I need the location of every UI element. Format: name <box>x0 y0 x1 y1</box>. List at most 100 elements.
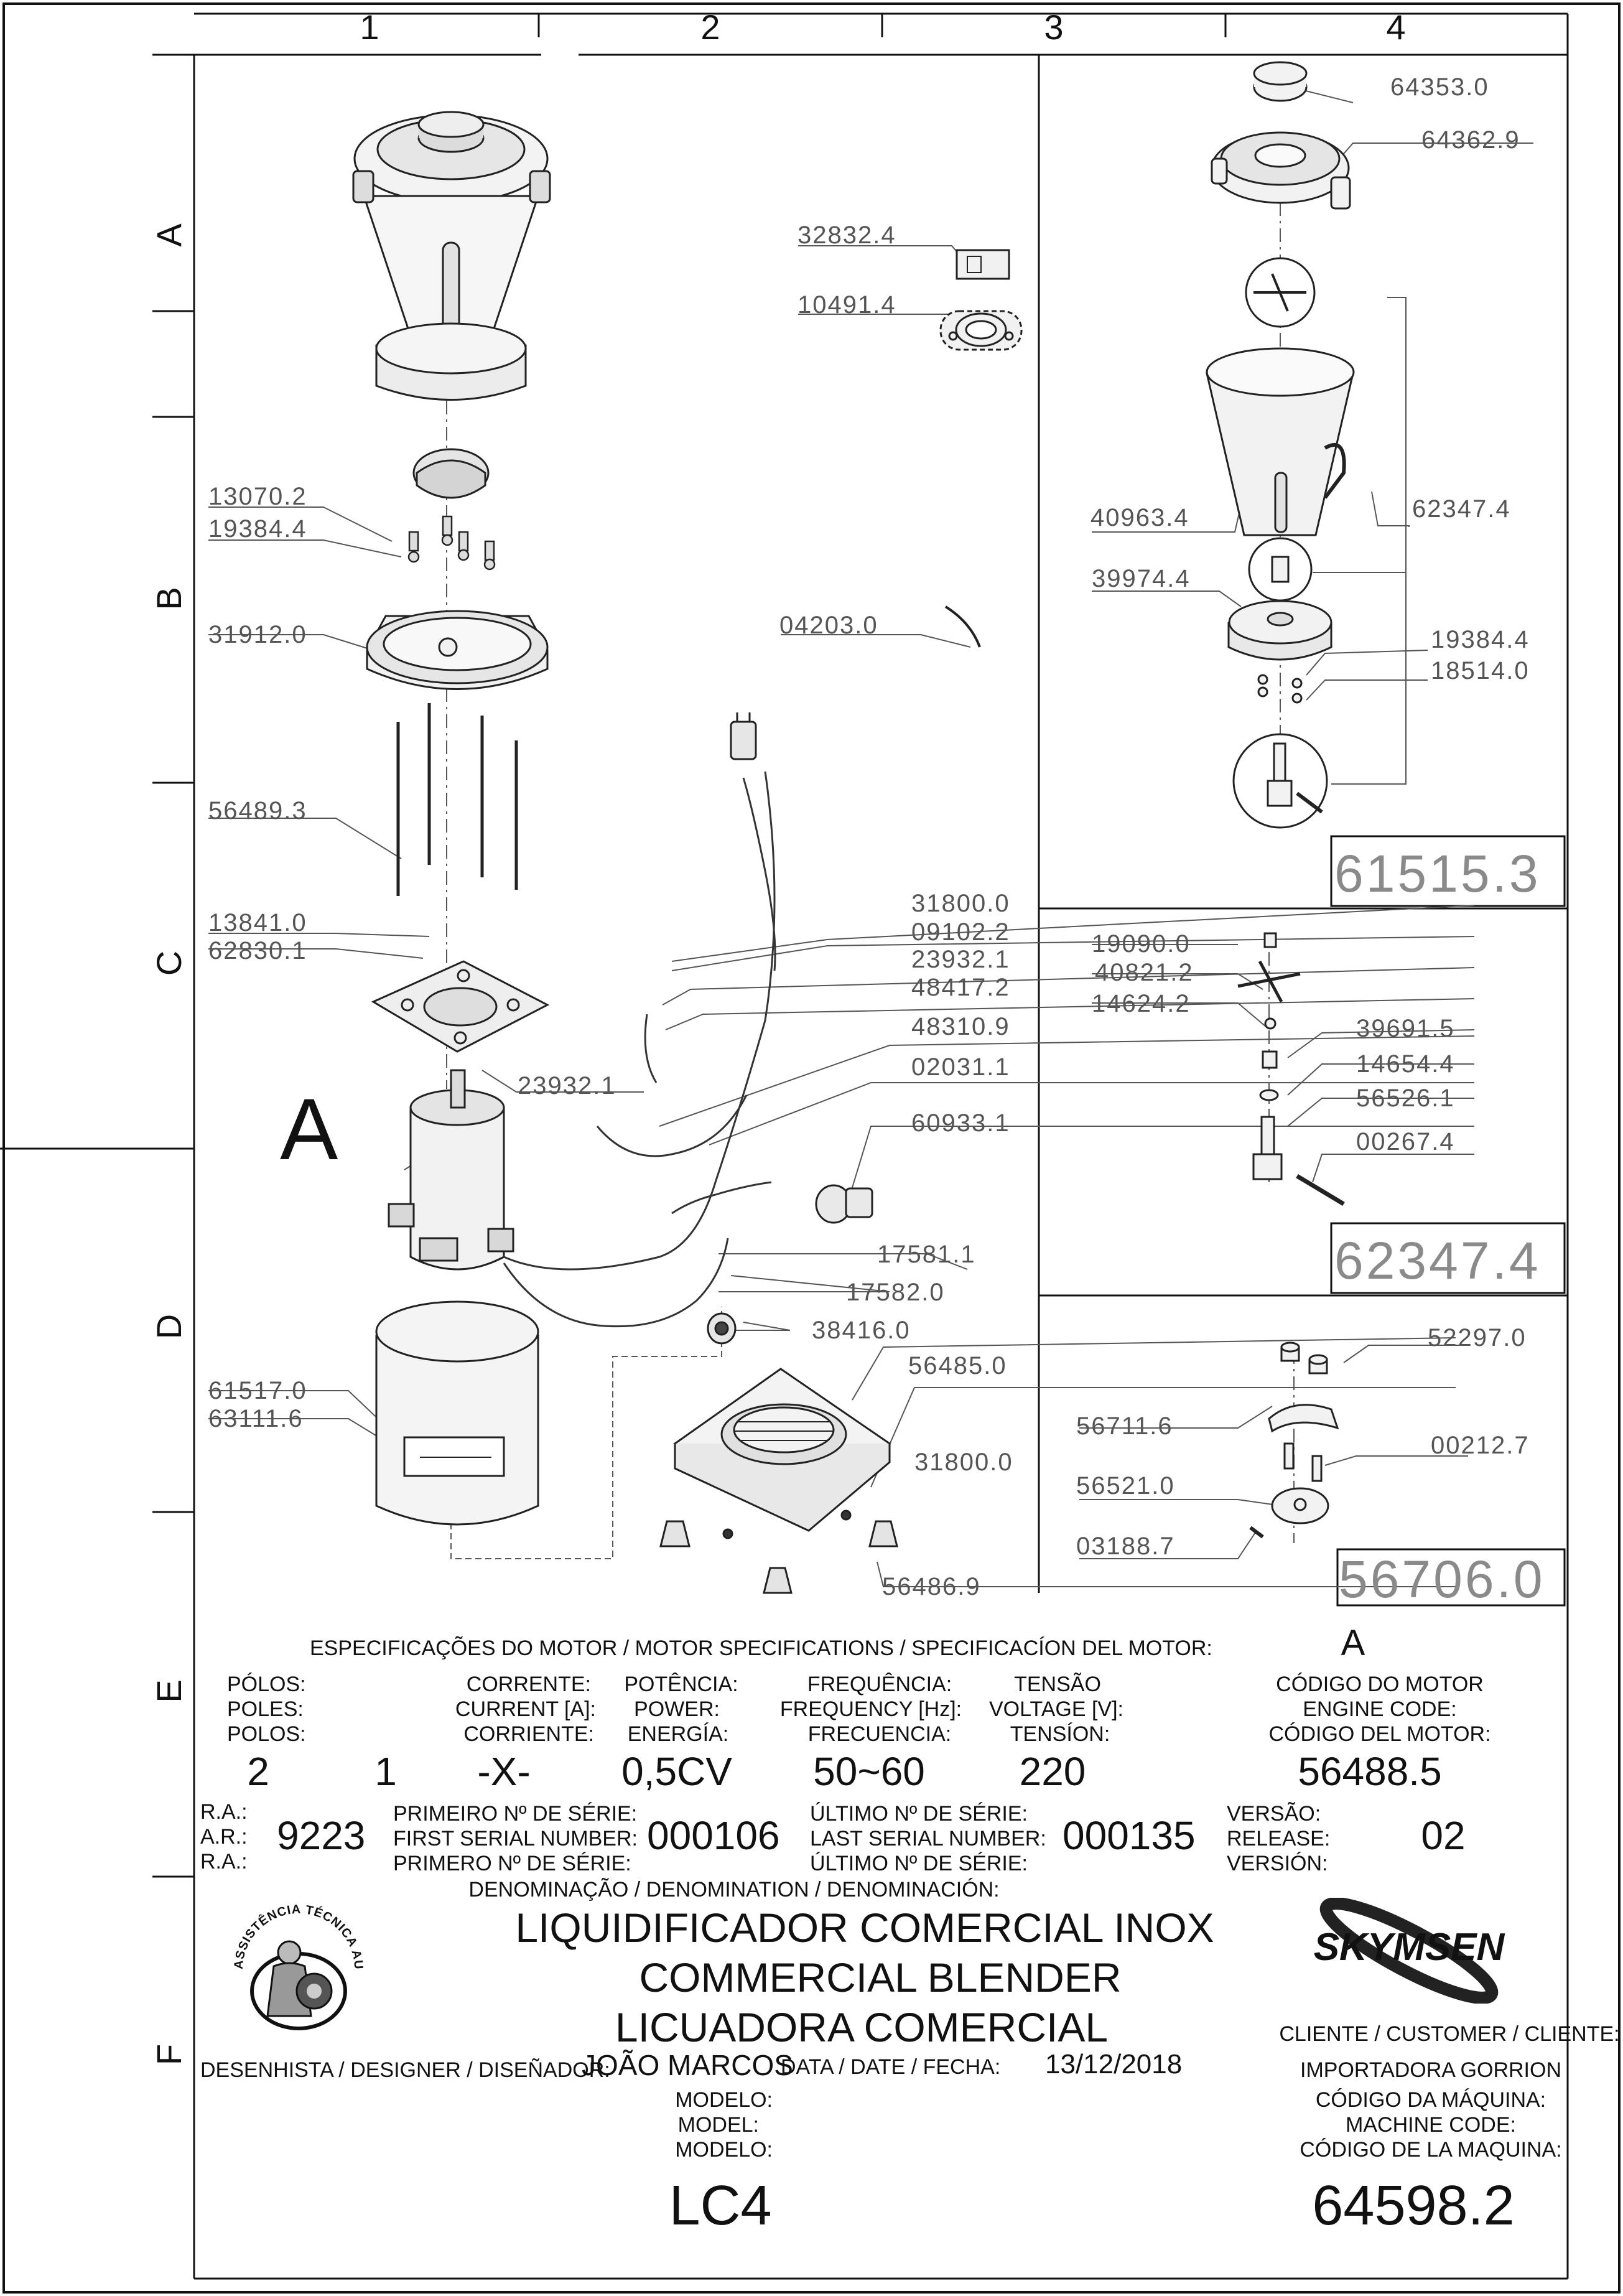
ra-label: R.A.: <box>200 1800 248 1824</box>
voltage-label: TENSÃO <box>1014 1673 1101 1696</box>
product-name-pt: LIQUIDIFICADOR COMERCIAL INOX <box>515 1905 1214 1951</box>
assembly-number: 62347.4 <box>1334 1231 1541 1290</box>
release-value: 02 <box>1421 1813 1466 1858</box>
grid-column-1: 1 <box>360 7 379 47</box>
grid-row-f: F <box>149 2043 188 2066</box>
part-number: 64353.0 <box>1390 73 1489 101</box>
part-number: 56526.1 <box>1356 1085 1455 1112</box>
part-number: 31800.0 <box>911 890 1010 917</box>
engine-code-label: CÓDIGO DO MOTOR <box>1276 1673 1484 1696</box>
product-name-en: COMMERCIAL BLENDER <box>639 1954 1122 2000</box>
part-number: 00212.7 <box>1431 1432 1530 1459</box>
power-label: POTÊNCIA: <box>624 1673 738 1696</box>
engine-code-label: CÓDIGO DEL MOTOR: <box>1268 1722 1491 1746</box>
part-number: 56485.0 <box>908 1352 1007 1379</box>
authorized-service-seal: ASSISTÊNCIA TÉCNICA AUTORIZADA <box>227 1898 365 2030</box>
grid-row-d: D <box>149 1314 188 1340</box>
current-label: CORRENTE: <box>466 1673 591 1696</box>
product-name-es: LICUADORA COMERCIAL <box>615 2004 1109 2050</box>
part-number: 52297.0 <box>1428 1324 1527 1351</box>
part-number: 64362.9 <box>1421 126 1520 154</box>
frequency-value: 50~60 <box>813 1749 925 1794</box>
part-number: 13070.2 <box>208 483 307 510</box>
last-serial-label: ÚLTIMO Nº DE SÉRIE: <box>810 1802 1028 1826</box>
part-number: 17582.0 <box>846 1279 945 1306</box>
part-number: 32832.4 <box>798 222 896 249</box>
part-number: 31800.0 <box>914 1449 1013 1476</box>
designer-name: JOÃO MARCOS <box>582 2049 793 2081</box>
last-serial-label: LAST SERIAL NUMBER: <box>810 1827 1046 1850</box>
release-label: RELEASE: <box>1227 1827 1331 1850</box>
part-number: 39974.4 <box>1092 565 1191 592</box>
grid-row-b: B <box>149 587 188 610</box>
power-label: ENERGÍA: <box>627 1722 729 1746</box>
frequency-label: FRECUENCIA: <box>807 1722 952 1746</box>
last-serial-value: 000135 <box>1063 1813 1196 1858</box>
part-number: 38416.0 <box>812 1317 911 1344</box>
part-number: 60933.1 <box>911 1109 1010 1137</box>
machine-code-label: MACHINE CODE: <box>1346 2113 1516 2137</box>
part-number: 00267.4 <box>1356 1128 1455 1155</box>
ra-value: 9223 <box>277 1813 366 1858</box>
part-number: 02031.1 <box>911 1053 1010 1081</box>
part-number: 10491.4 <box>798 291 896 319</box>
current-label: CORRIENTE: <box>463 1722 594 1746</box>
part-number: 48417.2 <box>911 974 1010 1001</box>
brand-name: SKYMSEN <box>1314 1926 1505 1969</box>
last-serial-label: ÚLTIMO Nº DE SÉRIE: <box>810 1852 1028 1875</box>
machine-code-label: CÓDIGO DE LA MAQUINA: <box>1300 2138 1562 2162</box>
part-number: 56521.0 <box>1076 1472 1175 1500</box>
date-value: 13/12/2018 <box>1045 2049 1183 2079</box>
part-number: 09102.2 <box>911 918 1010 946</box>
release-label: VERSIÓN: <box>1227 1852 1328 1875</box>
model-label: MODELO: <box>675 2088 773 2112</box>
model-label: MODELO: <box>675 2138 773 2162</box>
denomination-label: DENOMINAÇÃO / DENOMINATION / DENOMINACIÓ… <box>468 1878 1000 1902</box>
part-number: 19384.4 <box>208 515 307 543</box>
power-extra-value: -X- <box>477 1749 531 1794</box>
release-label: VERSÃO: <box>1227 1802 1321 1826</box>
part-number: 23932.1 <box>911 946 1010 973</box>
part-number: 39691.5 <box>1356 1015 1455 1042</box>
poles-label: POLES: <box>227 1697 304 1721</box>
part-number: 31912.0 <box>208 621 307 648</box>
engine-code-value: 56488.5 <box>1298 1749 1442 1794</box>
part-number: 62830.1 <box>208 937 307 964</box>
part-number: 14624.2 <box>1092 990 1191 1017</box>
machine-code-value: 64598.2 <box>1312 2175 1515 2237</box>
machine-code-label: CÓDIGO DA MÁQUINA: <box>1315 2088 1546 2112</box>
part-number: 40821.2 <box>1095 959 1194 986</box>
ra-label: A.R.: <box>200 1825 248 1849</box>
grid-column-4: 4 <box>1386 7 1406 47</box>
date-label: DATA / DATE / FECHA: <box>781 2055 1001 2079</box>
voltage-label: TENSÍON: <box>1010 1722 1110 1746</box>
part-number: 61517.0 <box>208 1377 307 1404</box>
model-value: LC4 <box>669 2175 772 2237</box>
part-number: 04203.0 <box>779 612 878 639</box>
first-serial-label: PRIMEIRO Nº DE SÉRIE: <box>393 1802 638 1826</box>
current-label: CURRENT [A]: <box>455 1697 596 1721</box>
part-number: 14654.4 <box>1356 1050 1455 1078</box>
client-name: IMPORTADORA GORRION <box>1300 2058 1562 2082</box>
client-label: CLIENTE / CUSTOMER / CLIENTE: <box>1279 2022 1620 2046</box>
model-label: MODEL: <box>677 2113 759 2137</box>
part-number: 62347.4 <box>1412 495 1511 523</box>
power-label: POWER: <box>634 1697 720 1721</box>
current-value: 1 <box>374 1749 397 1794</box>
power-value: 0,5CV <box>621 1749 732 1794</box>
part-number: 17581.1 <box>877 1241 976 1268</box>
engine-code-label: ENGINE CODE: <box>1303 1697 1457 1721</box>
part-number: 23932.1 <box>518 1072 616 1099</box>
part-number: 56486.9 <box>882 1573 981 1600</box>
part-number: 19384.4 <box>1431 626 1530 653</box>
first-serial-label: FIRST SERIAL NUMBER: <box>393 1827 638 1850</box>
part-number: 19090.0 <box>1092 930 1191 958</box>
spec-heading: ESPECIFICAÇÕES DO MOTOR / MOTOR SPECIFIC… <box>310 1636 1212 1660</box>
part-number: 13841.0 <box>208 909 307 936</box>
ra-label: R.A.: <box>200 1850 248 1874</box>
grid-column-2: 2 <box>700 7 720 47</box>
grid-row-a: A <box>149 223 188 247</box>
part-number: 40963.4 <box>1091 504 1189 531</box>
